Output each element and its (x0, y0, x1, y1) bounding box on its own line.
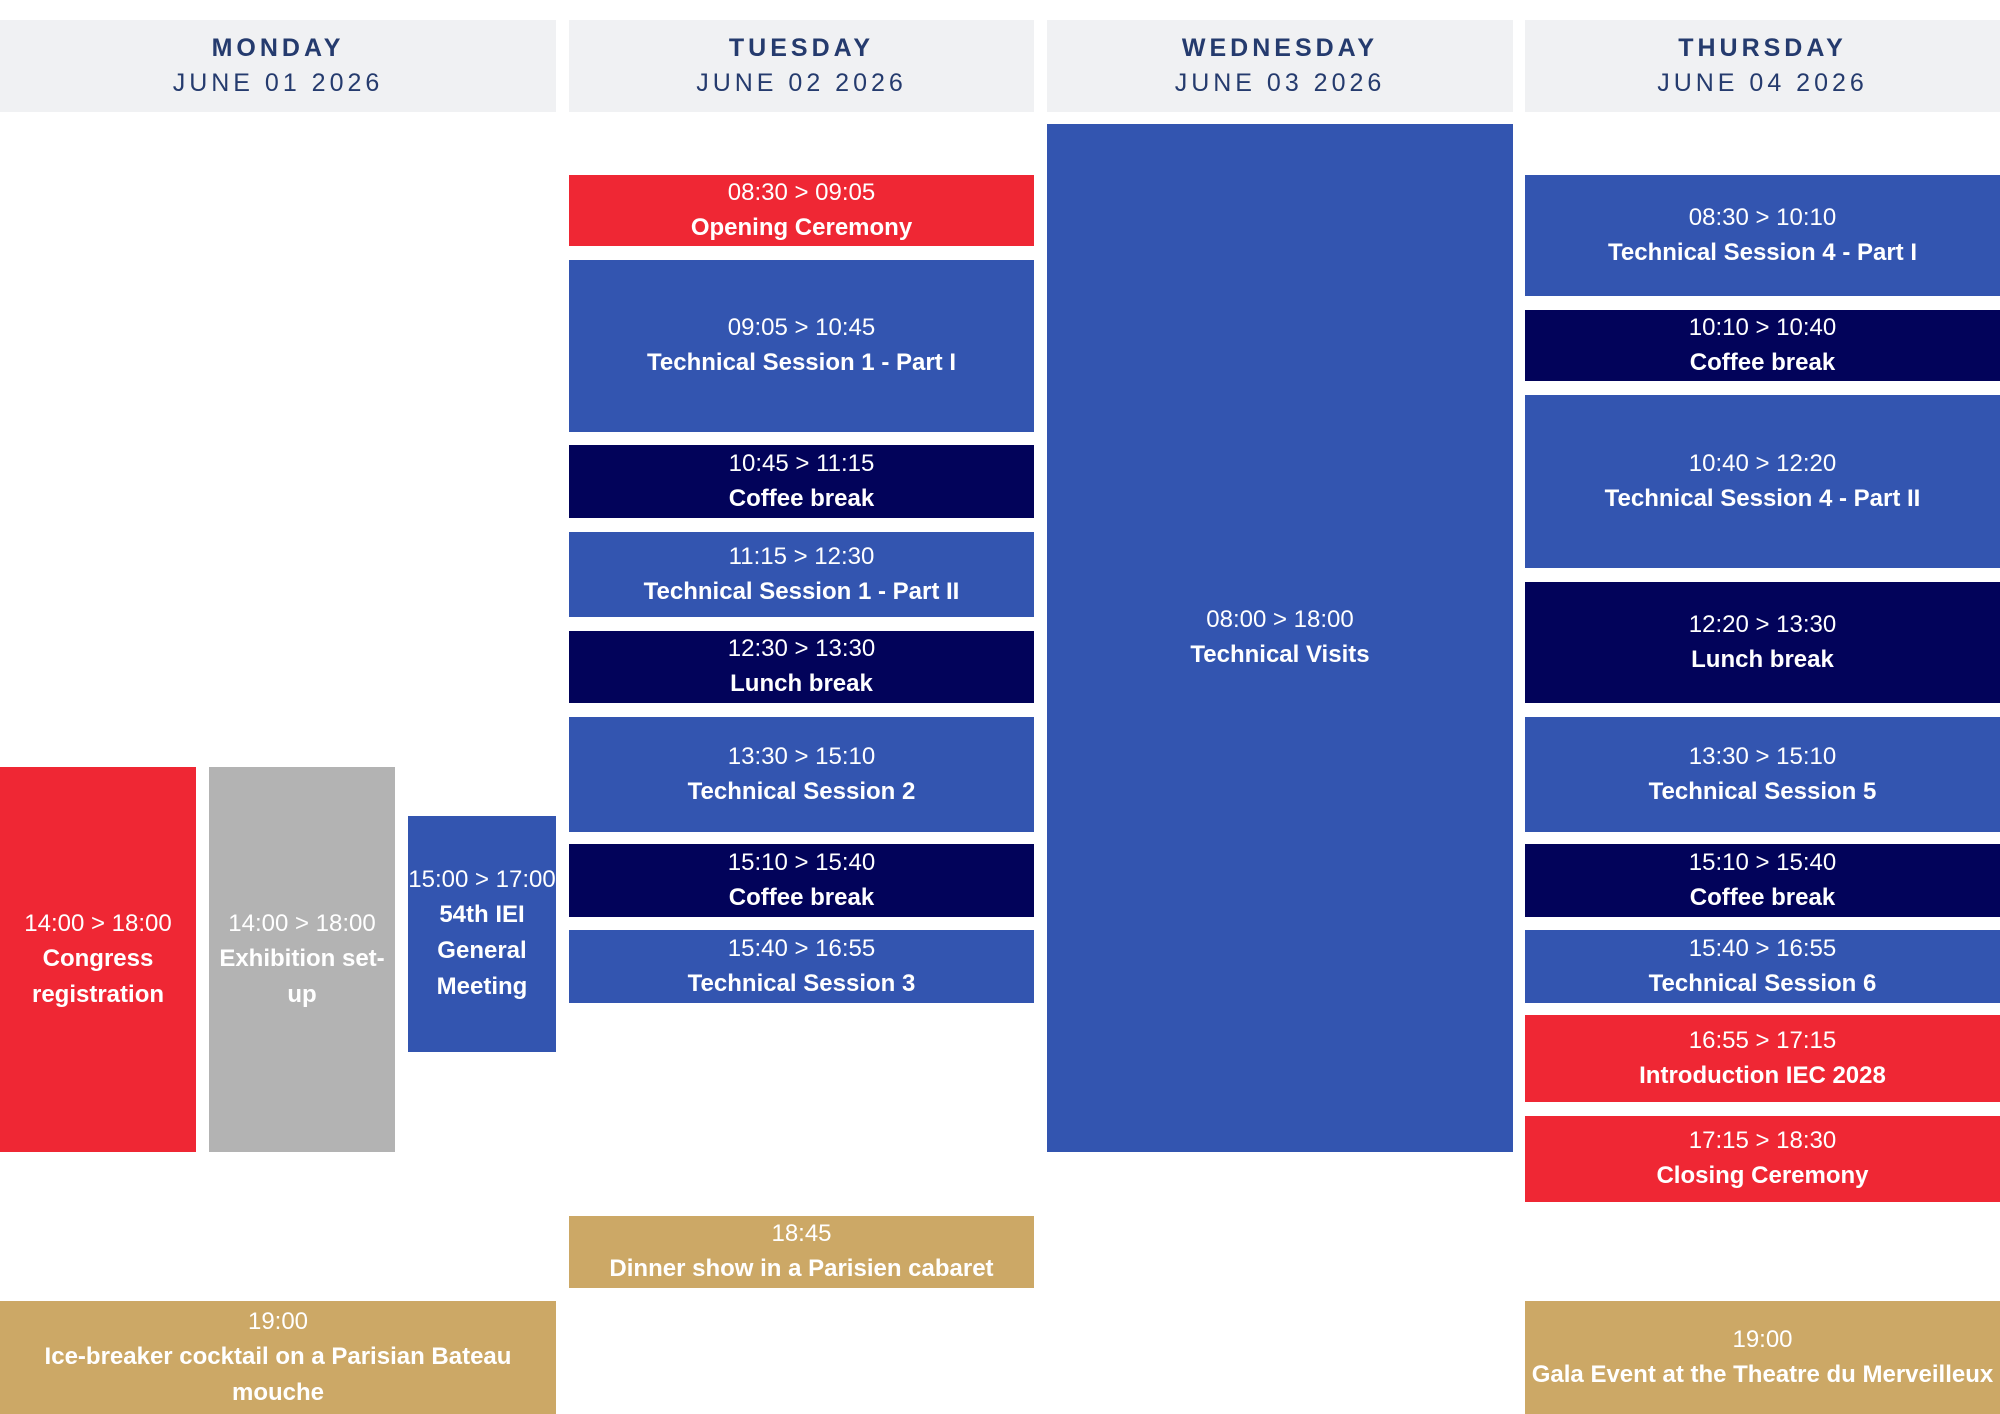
event-title: Ice-breaker cocktail on a Parisian Batea… (44, 1342, 512, 1406)
event-time: 15:40 > 16:55 (1688, 934, 1837, 962)
event-time: 09:05 > 10:45 (727, 314, 876, 341)
day-header-tuesday: TUESDAY JUNE 02 2026 (569, 20, 1034, 112)
event-title: Coffee break (728, 484, 875, 512)
event-time: 19:00 (247, 1307, 309, 1335)
day-header-monday: MONDAY JUNE 01 2026 (0, 20, 556, 112)
event-time: 13:30 > 15:10 (1688, 742, 1837, 770)
event-time: 15:40 > 16:55 (727, 934, 876, 962)
event-time: 15:10 > 15:40 (1688, 848, 1837, 876)
event-time: 11:15 > 12:30 (728, 542, 875, 570)
event-time: 15:10 > 15:40 (727, 848, 876, 876)
event-title: Technical Session 1 - Part II (643, 577, 960, 605)
event-title: Lunch break (1691, 645, 1834, 673)
event-title: Introduction IEC 2028 (1639, 1061, 1886, 1089)
event-time: 14:00 > 18:00 (24, 909, 172, 937)
event-time: 14:00 > 18:00 (228, 909, 376, 937)
event-time: 12:20 > 13:30 (1688, 610, 1837, 638)
event-title: Technical Session 3 (687, 969, 916, 997)
event-time: 15:00 > 17:00 (408, 866, 556, 893)
event-title: Coffee break (728, 883, 875, 911)
event-title: Exhibition set-up (219, 944, 385, 1008)
event-time: 08:30 > 10:10 (1688, 203, 1837, 231)
event-time: 16:55 > 17:15 (1688, 1026, 1837, 1054)
event-time: 12:30 > 13:30 (727, 635, 876, 662)
day-header-wednesday: WEDNESDAY JUNE 03 2026 (1047, 20, 1513, 112)
event-time: 17:15 > 18:30 (1688, 1127, 1837, 1154)
event-title: Coffee break (1689, 348, 1836, 376)
day-date: JUNE 04 2026 (1657, 69, 1868, 97)
event-title: Technical Visits (1190, 641, 1370, 668)
event-title: 54th IEI General Meeting (436, 901, 528, 1000)
event-time: 10:10 > 10:40 (1688, 313, 1837, 341)
event-title: Technical Session 2 (687, 777, 916, 805)
event-title: Technical Session 4 - Part I (1608, 238, 1917, 266)
day-header-thursday: THURSDAY JUNE 04 2026 (1525, 20, 2000, 112)
day-name: TUESDAY (728, 34, 875, 62)
event-title: Technical Session 1 - Part I (647, 349, 956, 376)
event-time: 08:00 > 18:00 (1206, 606, 1354, 633)
event-title: Congress registration (31, 944, 165, 1008)
event-time: 18:45 (771, 1220, 832, 1247)
event-title: Technical Session 4 - Part II (1604, 484, 1921, 512)
day-date: JUNE 03 2026 (1174, 69, 1386, 97)
event-title: Technical Session 6 (1648, 969, 1877, 997)
day-date: JUNE 02 2026 (696, 69, 907, 97)
day-date: JUNE 01 2026 (172, 69, 384, 97)
event-time: 10:45 > 11:15 (728, 449, 875, 477)
event-time: 13:30 > 15:10 (727, 742, 876, 770)
event-title: Closing Ceremony (1656, 1162, 1869, 1189)
event-title: Lunch break (730, 670, 873, 697)
event-title: Dinner show in a Parisien cabaret (609, 1255, 994, 1282)
event-title: Technical Session 5 (1648, 777, 1877, 805)
event-title: Gala Event at the Theatre du Merveilleux (1531, 1360, 1994, 1388)
event-time: 10:40 > 12:20 (1688, 449, 1837, 477)
event-time: 08:30 > 09:05 (727, 178, 876, 206)
event-title: Opening Ceremony (690, 213, 913, 241)
day-name: WEDNESDAY (1181, 34, 1379, 62)
event-time: 19:00 (1732, 1325, 1793, 1353)
day-name: MONDAY (211, 34, 345, 62)
event-title: Coffee break (1689, 883, 1836, 911)
event-general-meeting[interactable]: 15:00 > 17:00 54th IEI General Meeting (408, 816, 556, 1052)
day-name: THURSDAY (1678, 34, 1847, 62)
